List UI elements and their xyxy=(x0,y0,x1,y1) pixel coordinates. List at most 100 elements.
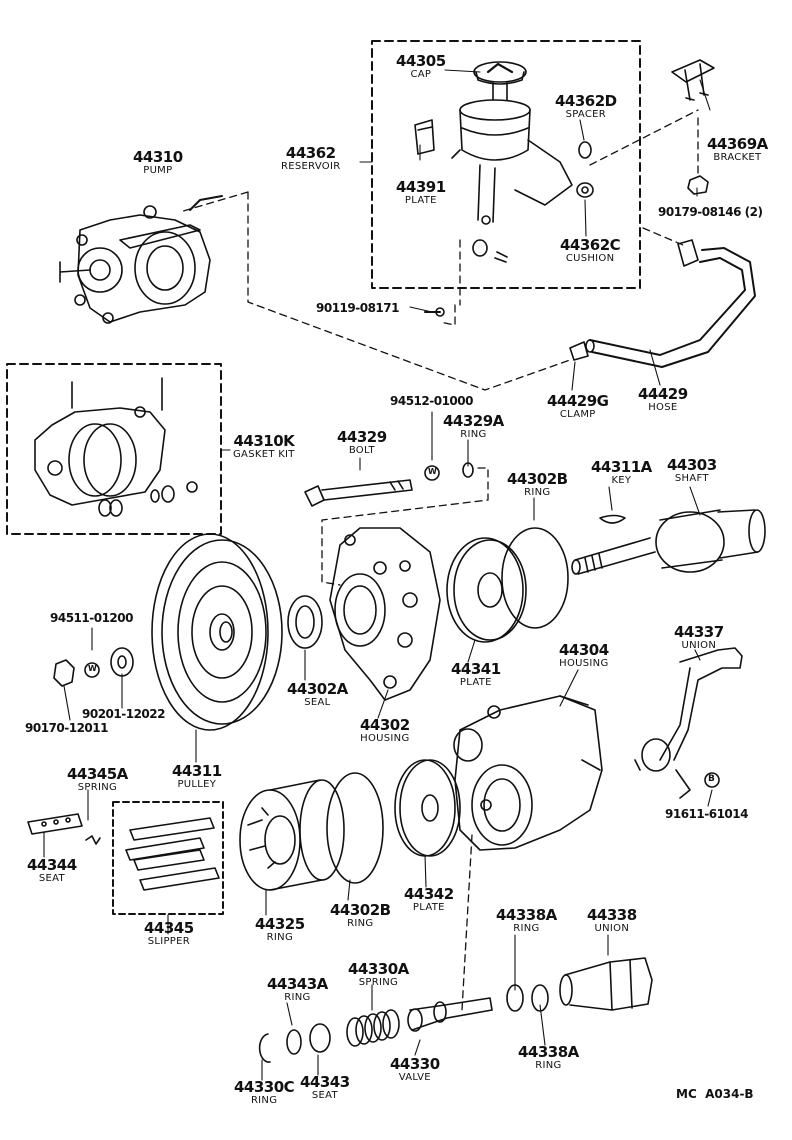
bolt-part xyxy=(304,479,413,507)
label-number: 90170-12011 xyxy=(25,721,108,735)
label-number: 44302A xyxy=(287,680,348,698)
label-number: 44429G xyxy=(547,392,609,410)
spring-44330a xyxy=(346,1009,400,1047)
washer-w-top xyxy=(424,465,440,481)
label-name: HOSE xyxy=(648,402,678,413)
valve-44330 xyxy=(407,997,493,1032)
union-44338 xyxy=(559,957,653,1011)
diagram-code: MC A034-B xyxy=(676,1087,754,1101)
label-name: UNION xyxy=(594,923,630,934)
label-name: BRACKET xyxy=(713,152,762,163)
label-number: 44341 xyxy=(451,660,501,678)
label-name: CUSHION xyxy=(565,253,615,264)
label-number: 44330C xyxy=(234,1078,295,1096)
label-name: SPRING xyxy=(358,977,399,988)
label-name: RING xyxy=(513,923,540,934)
ring-44302b-top xyxy=(501,527,569,629)
label-90170: 90170-12011 xyxy=(25,722,108,734)
mark-w-bottom: W xyxy=(88,664,97,673)
label-name: RING xyxy=(460,429,487,440)
dashed-leaders xyxy=(179,109,699,1011)
key-44311a xyxy=(599,514,626,524)
mark-b: B xyxy=(708,774,715,784)
label-number: 44362 xyxy=(285,144,336,162)
label-name: PLATE xyxy=(412,902,445,913)
mark-w-top: W xyxy=(428,467,437,476)
label-name: RING xyxy=(535,1060,562,1071)
label-name: UNION xyxy=(681,640,717,651)
label-94511: 94511-01200 xyxy=(50,612,133,624)
label-number: 44325 xyxy=(255,915,305,933)
bolt-b-mark xyxy=(704,772,720,788)
label-name: PULLEY xyxy=(177,779,217,790)
label-number: 44345 xyxy=(144,919,194,937)
label-number: 44362D xyxy=(555,92,617,110)
ring-44329a xyxy=(462,462,474,478)
seat-44344 xyxy=(27,813,83,835)
label-number: 90201-12022 xyxy=(82,707,165,721)
label-number: 44329A xyxy=(443,412,504,430)
label-90179: 90179-08146 (2) xyxy=(658,206,763,218)
seal-44302a xyxy=(287,595,323,649)
label-name: SPACER xyxy=(565,109,607,120)
label-number: 44304 xyxy=(559,641,609,659)
label-name: BOLT xyxy=(348,445,375,456)
washer-90201 xyxy=(110,647,134,677)
label-name: SEAT xyxy=(38,873,65,884)
spring-44345a xyxy=(85,835,101,845)
label-number: 44344 xyxy=(27,856,77,874)
ring-44325 xyxy=(239,779,345,891)
label-number: 44330A xyxy=(348,960,409,978)
label-number: 94512-01000 xyxy=(390,394,473,408)
label-number: 44338A xyxy=(496,906,557,924)
slipper-set xyxy=(125,817,220,891)
reservoir-group-box xyxy=(371,40,641,289)
plate-44342 xyxy=(394,759,461,857)
label-number: 44342 xyxy=(404,885,454,903)
label-name: RING xyxy=(347,918,374,929)
label-name: PLATE xyxy=(404,195,437,206)
label-name: PLATE xyxy=(459,677,492,688)
label-number: 44311A xyxy=(591,458,652,476)
label-number: 44310K xyxy=(233,432,295,450)
label-number: 44337 xyxy=(674,623,724,641)
label-number: 91611-61014 xyxy=(665,807,748,821)
label-name: RING xyxy=(284,992,311,1003)
bracket-part xyxy=(671,59,715,195)
label-number: 44338 xyxy=(587,906,637,924)
label-94512: 94512-01000 xyxy=(390,395,473,407)
label-number: 44303 xyxy=(667,456,717,474)
label-name: RING xyxy=(266,932,293,943)
ring-44343a xyxy=(286,1029,302,1055)
seat-44343 xyxy=(309,1023,331,1053)
label-number: 44369A xyxy=(707,135,768,153)
shaft-44303 xyxy=(571,509,766,575)
label-name: PUMP xyxy=(143,165,173,176)
label-91611: 91611-61014 xyxy=(665,808,748,820)
label-number: 44302B xyxy=(507,470,568,488)
union-44337 xyxy=(634,647,743,799)
label-name: SPRING xyxy=(77,782,118,793)
label-number: 44311 xyxy=(172,762,222,780)
label-name: GASKET KIT xyxy=(233,449,295,460)
label-name: HOUSING xyxy=(559,658,609,669)
label-number: 44330 xyxy=(390,1055,440,1073)
